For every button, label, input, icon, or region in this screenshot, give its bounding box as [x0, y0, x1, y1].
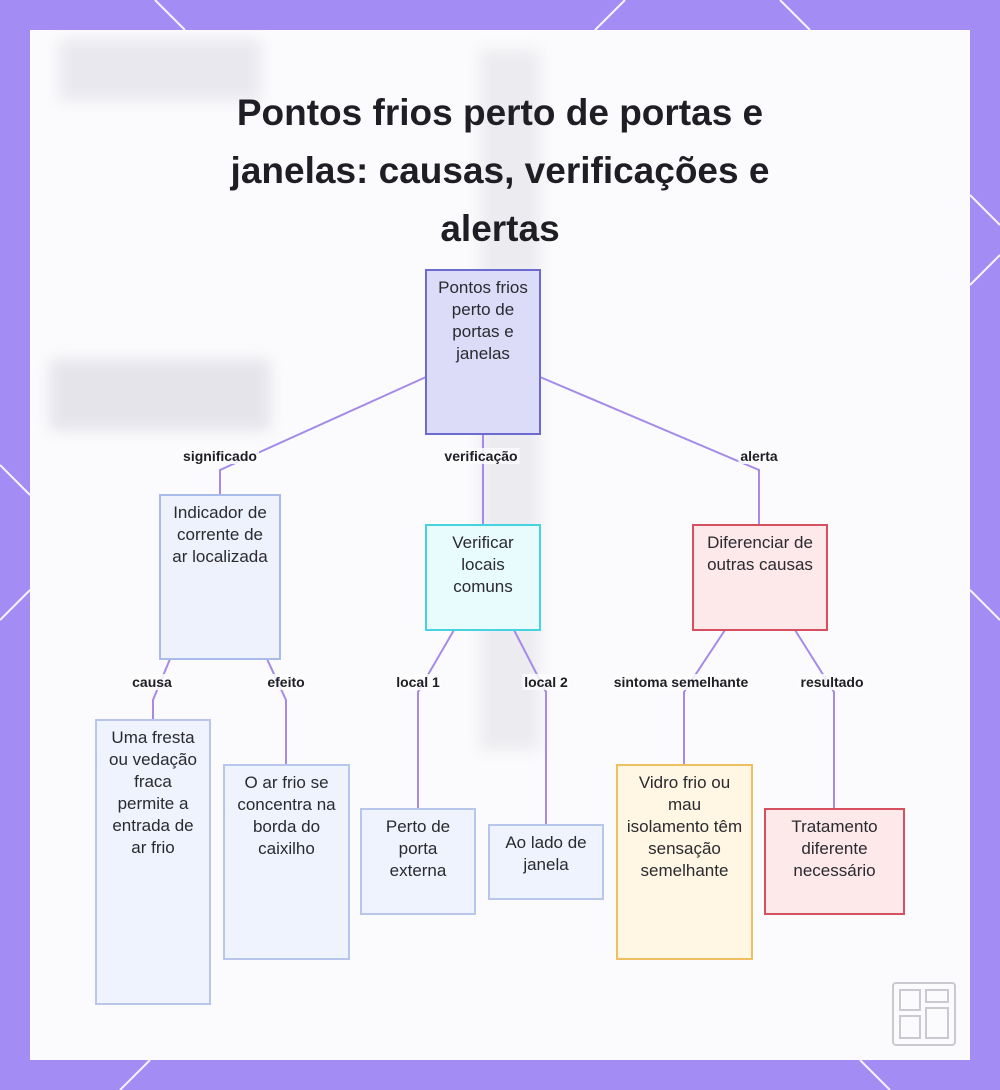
edge-label-verification: verificação [442, 448, 519, 464]
node-check: Verificar locais comuns [425, 524, 541, 631]
edge-label-meaning: significado [181, 448, 259, 464]
node-gap: Uma fresta ou vedação fraca permite a en… [95, 719, 211, 1005]
node-differentiate: Diferenciar de outras causas [692, 524, 828, 631]
edge-label-alert: alerta [738, 448, 779, 464]
node-indicator: Indicador de corrente de ar localizada [159, 494, 281, 660]
node-treatment: Tratamento diferente necessário [764, 808, 905, 915]
watermark-logo [890, 980, 960, 1050]
edge-check-door [418, 630, 454, 808]
edge-differentiate-treatment [795, 630, 834, 808]
node-concentrate: O ar frio se concentra na borda do caixi… [223, 764, 350, 960]
node-window: Ao lado de janela [488, 824, 604, 900]
node-root: Pontos frios perto de portas e janelas [425, 269, 541, 435]
node-glass: Vidro frio ou mau isolamento têm sensaçã… [616, 764, 753, 960]
edge-label-place1: local 1 [394, 674, 442, 690]
node-door: Perto de porta externa [360, 808, 476, 915]
edge-check-window [514, 630, 546, 824]
edge-label-place2: local 2 [522, 674, 570, 690]
edge-label-result: resultado [798, 674, 865, 690]
edge-root-indicator [220, 377, 426, 494]
edge-label-cause: causa [130, 674, 174, 690]
edge-label-effect: efeito [265, 674, 306, 690]
edge-root-differentiate [540, 377, 759, 524]
edge-differentiate-glass [684, 630, 725, 764]
diagram-card: Pontos frios perto de portas e janelas: … [30, 30, 970, 1060]
edge-label-similar: sintoma semelhante [612, 674, 751, 690]
